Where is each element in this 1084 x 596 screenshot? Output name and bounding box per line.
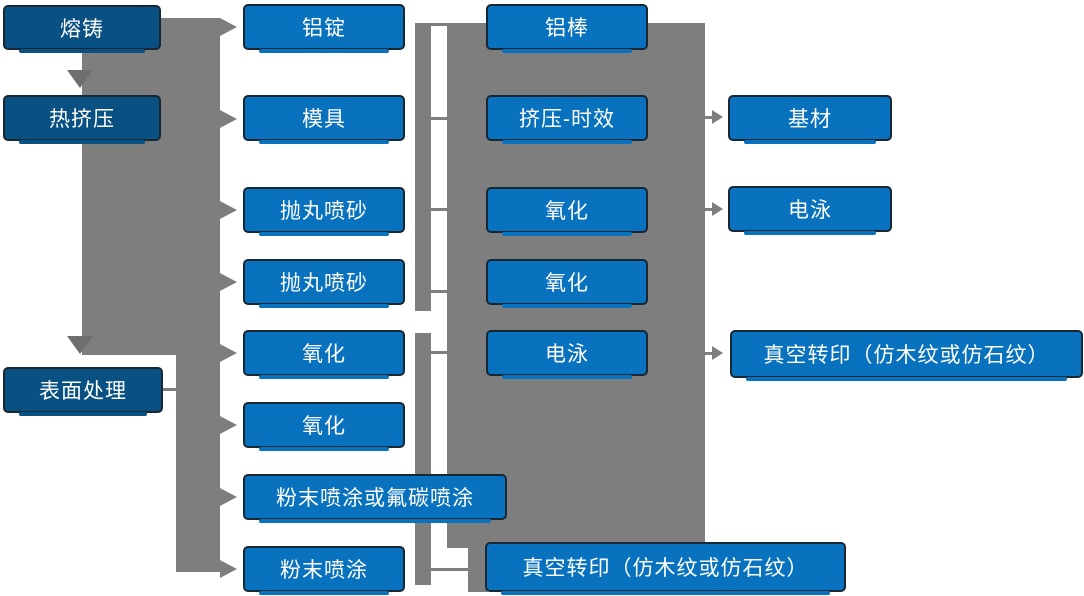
node-base-material: 基材 — [728, 95, 892, 144]
node-surface-treatment: 表面处理 — [3, 367, 163, 416]
arrowhead-to-powder-fluorocarbon-icon — [220, 488, 237, 506]
arrowhead-to-oxidation-1-icon — [220, 344, 237, 362]
node-powder-coating: 粉末喷涂 — [243, 546, 405, 595]
arrowhead-to-powder-coating-icon — [220, 560, 237, 578]
arrowhead-to-base-material-icon — [712, 110, 723, 124]
tie-line-row4 — [431, 290, 447, 293]
tie-line-row2 — [431, 117, 447, 120]
arrowhead-to-aluminum-ingot-icon — [220, 18, 237, 36]
node-oxidation-1: 氧化 — [243, 330, 405, 379]
arrowhead-to-oxidation-2-icon — [220, 416, 237, 434]
arrowhead-to-electrophoresis-icon — [712, 202, 723, 216]
arrow-stem-to-electrophoresis — [703, 208, 712, 211]
connector-mid-bus-upper — [415, 23, 431, 311]
node-melting-casting: 熔铸 — [3, 5, 161, 53]
node-electrophoresis-1: 电泳 — [486, 330, 648, 379]
tie-line-row5 — [431, 351, 447, 354]
node-vacuum-transfer-2: 真空转印（仿木纹或仿石纹） — [730, 330, 1083, 381]
tie-line-surface-treatment — [163, 388, 176, 391]
node-extrusion-aging: 挤压-时效 — [486, 95, 648, 144]
node-hot-extrusion: 热挤压 — [3, 95, 161, 144]
arrowhead-to-mold-icon — [220, 110, 237, 128]
arrowhead-to-vacuum-transfer-icon — [712, 346, 723, 360]
tie-line-row3 — [431, 208, 447, 211]
tie-line-row1 — [431, 23, 447, 26]
arrow-stem-to-vacuum-transfer — [703, 352, 712, 355]
down-arrowhead-to-hot-extrusion-icon — [67, 70, 93, 88]
down-arrowhead-to-surface-treatment-icon — [67, 336, 93, 354]
node-vacuum-transfer-1: 真空转印（仿木纹或仿石纹） — [485, 542, 846, 595]
node-shot-blasting-2: 抛丸喷砂 — [243, 259, 405, 308]
arrowhead-to-shot-blasting-2-icon — [220, 273, 237, 291]
node-oxidation-4: 氧化 — [486, 259, 648, 308]
node-powder-or-fluorocarbon-coating: 粉末喷涂或氟碳喷涂 — [243, 474, 507, 523]
node-shot-blasting-1: 抛丸喷砂 — [243, 187, 405, 236]
node-aluminum-rod: 铝棒 — [486, 4, 648, 53]
connector-mid-bus-lower — [415, 333, 431, 585]
node-electrophoresis-2: 电泳 — [728, 186, 892, 235]
tie-line-row8 — [431, 568, 468, 571]
connector-leg-to-vacuum-transfer — [468, 548, 488, 592]
arrowhead-to-shot-blasting-1-icon — [220, 201, 237, 219]
node-aluminum-ingot: 铝锭 — [243, 4, 405, 53]
arrow-stem-to-base-material — [703, 116, 712, 119]
node-oxidation-3: 氧化 — [486, 187, 648, 236]
connector-left-flow-block — [82, 18, 220, 355]
connector-left-lower-bus — [176, 355, 220, 572]
node-oxidation-2: 氧化 — [243, 402, 405, 451]
node-mold: 模具 — [243, 95, 405, 144]
